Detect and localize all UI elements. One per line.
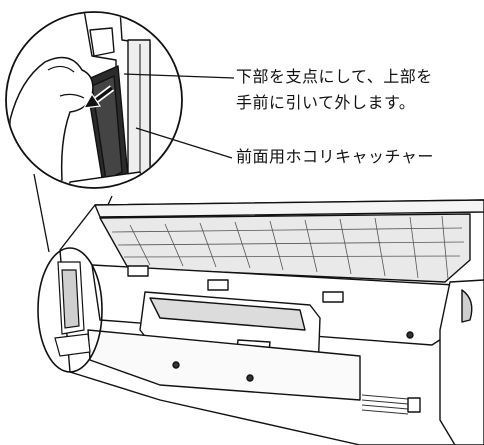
instruction-line-2: 手前に引いて外します。 [236,93,416,112]
detail-highlight-circle [37,247,103,373]
callout-leaders [123,73,235,159]
part-label-callout: 前面用ホコリキャッチャー [236,144,434,170]
zoom-detail [5,11,183,189]
removal-direction-arrow-icon [82,85,115,109]
part-label: 前面用ホコリキャッチャー [236,147,434,166]
vent-slats [361,394,409,415]
instruction-line-1: 下部を支点にして、上部を [236,67,433,86]
small-dust-catcher [54,261,91,357]
filter-grid [111,215,465,280]
aircon-unit [59,199,484,445]
instruction-callout: 下部を支点にして、上部を 手前に引いて外します。 [236,64,433,116]
